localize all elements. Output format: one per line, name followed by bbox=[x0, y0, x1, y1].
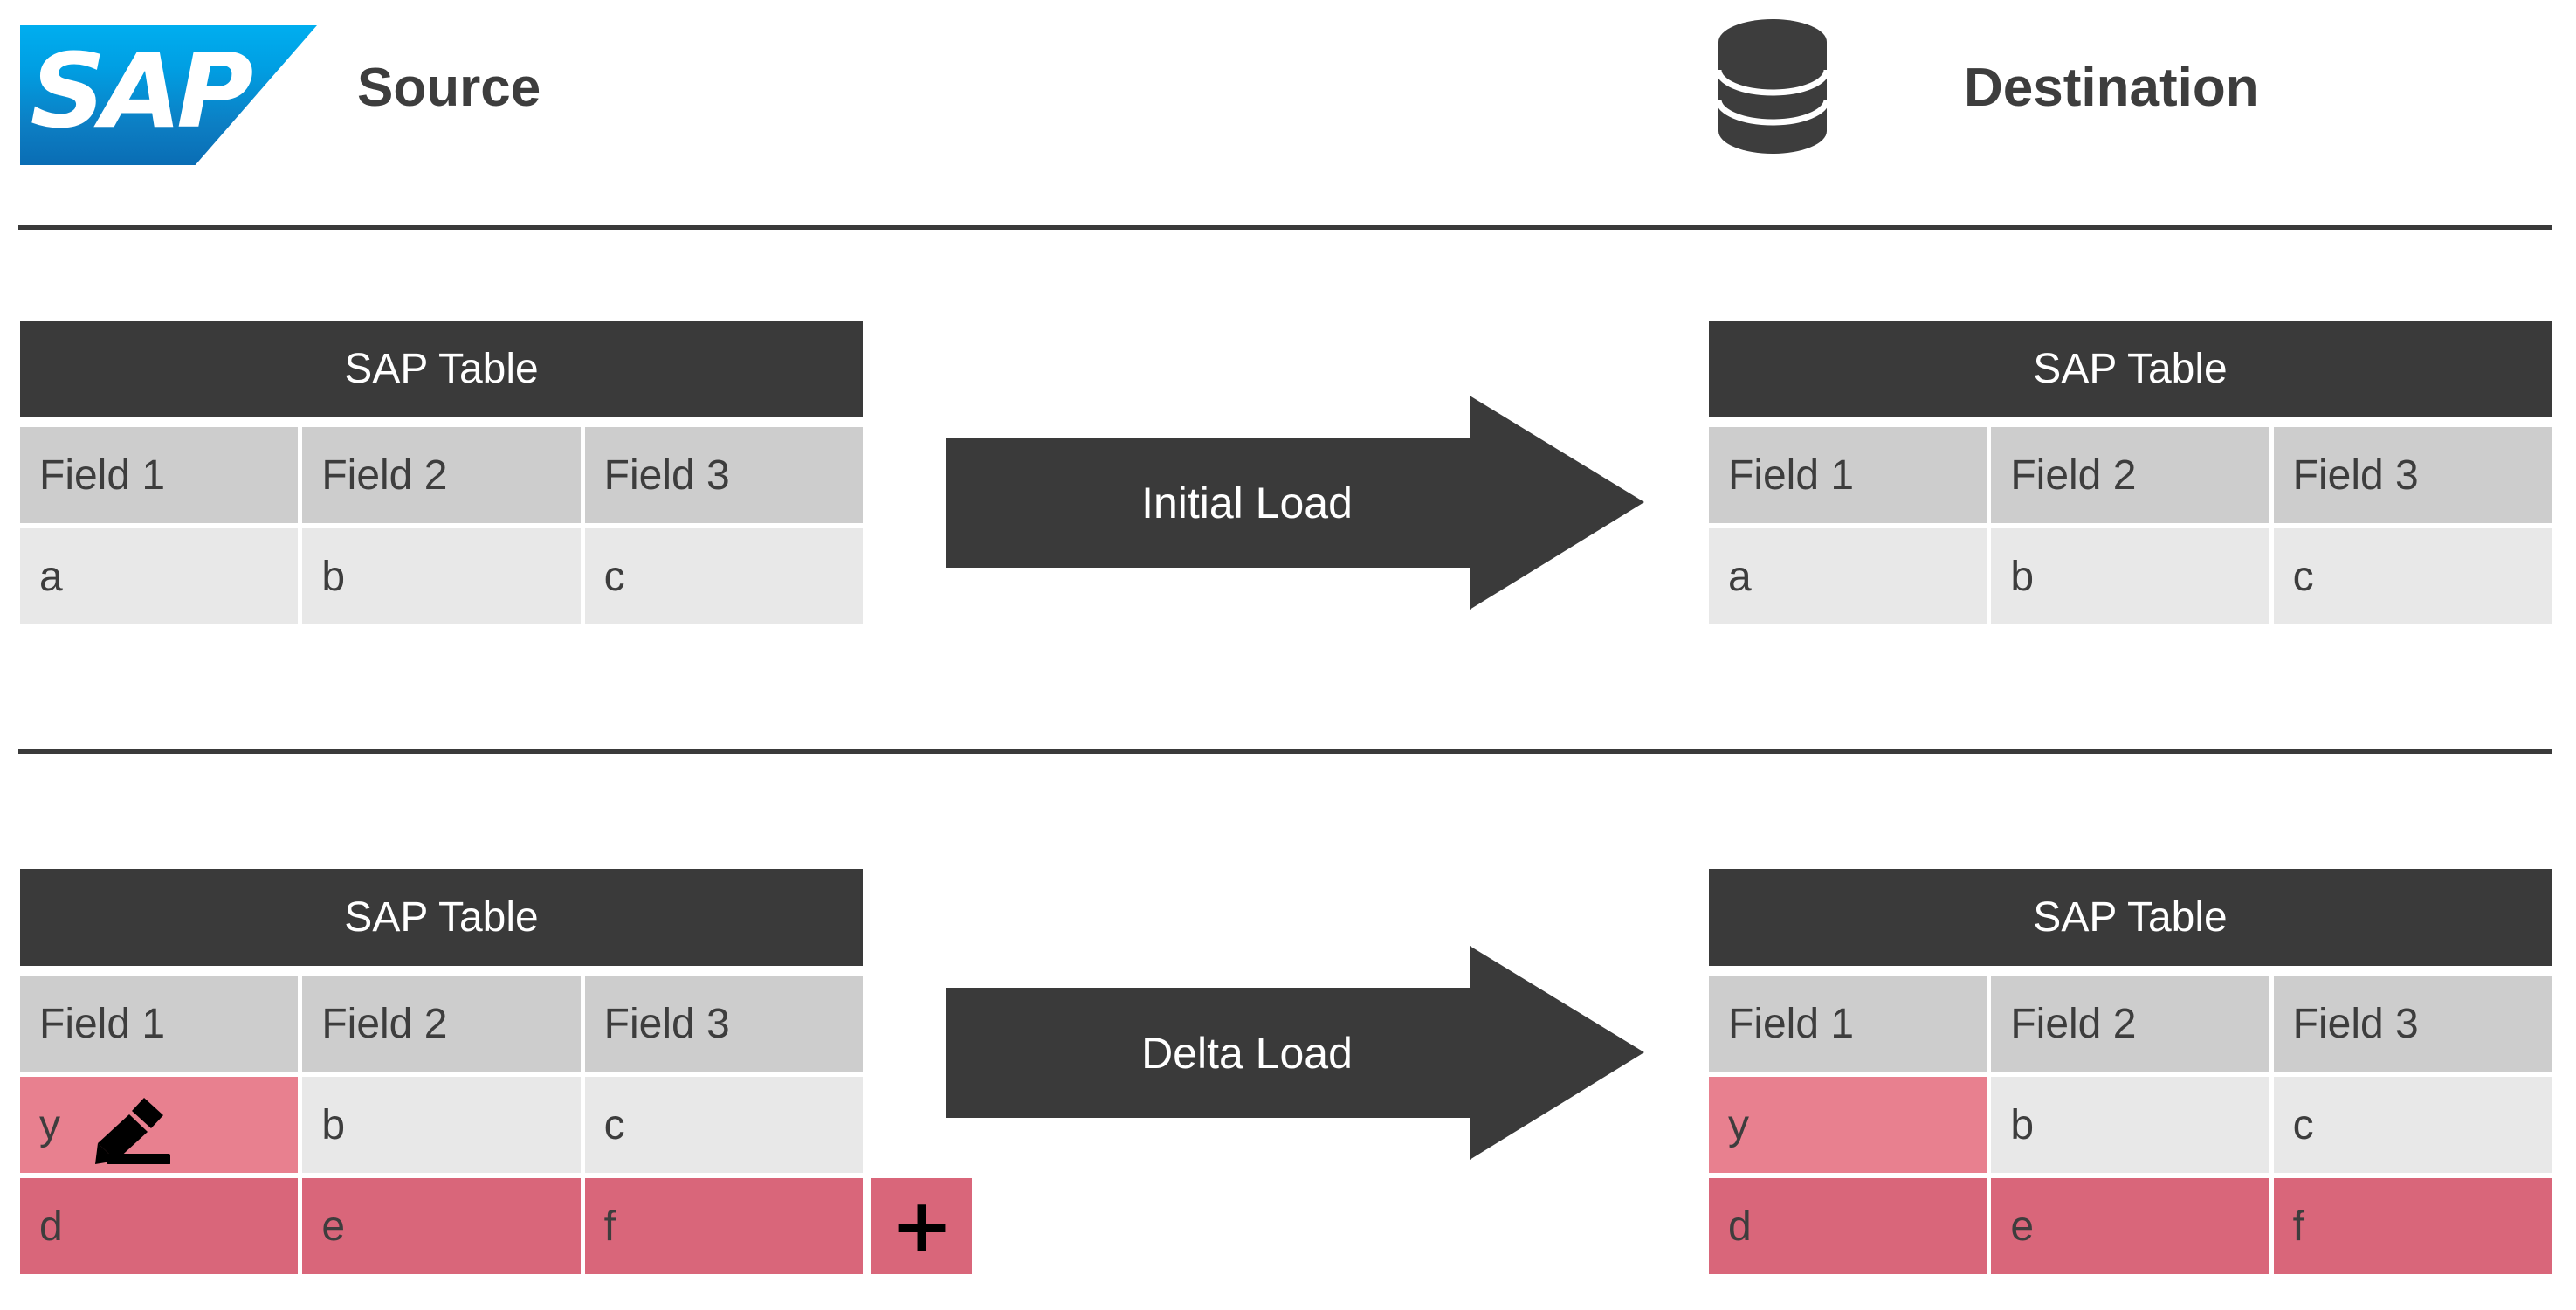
table-cell: b bbox=[1991, 1077, 2269, 1173]
column-header: Field 1 bbox=[20, 976, 299, 1072]
database-stack-icon bbox=[1714, 17, 1831, 157]
divider-middle bbox=[18, 749, 2552, 754]
initial-load-arrow: Initial Load bbox=[946, 396, 1644, 610]
table-cell-new: d bbox=[20, 1178, 299, 1274]
table-header-row: Field 1 Field 2 Field 3 bbox=[1709, 976, 2552, 1072]
table-cell: c bbox=[584, 528, 863, 624]
column-header: Field 1 bbox=[20, 427, 299, 523]
table-title: SAP Table bbox=[20, 869, 863, 966]
table-cell: a bbox=[20, 528, 299, 624]
table-header-row: Field 1 Field 2 Field 3 bbox=[20, 427, 863, 523]
table-cell: a bbox=[1709, 528, 1987, 624]
table-row-new: d e f bbox=[1709, 1178, 2552, 1274]
column-header: Field 3 bbox=[2273, 427, 2552, 523]
pencil-edit-icon bbox=[95, 1096, 170, 1164]
table-header-row: Field 1 Field 2 Field 3 bbox=[1709, 427, 2552, 523]
source-delta-table: SAP Table Field 1 Field 2 Field 3 y bbox=[20, 869, 972, 1274]
table-cell: c bbox=[2273, 528, 2552, 624]
column-header: Field 3 bbox=[584, 427, 863, 523]
source-initial-table: SAP Table Field 1 Field 2 Field 3 a b c bbox=[20, 321, 863, 624]
destination-initial-table: SAP Table Field 1 Field 2 Field 3 a b c bbox=[1709, 321, 2552, 624]
plus-icon: + bbox=[890, 1182, 954, 1270]
table-row-new: d e f + bbox=[20, 1178, 972, 1274]
table-title: SAP Table bbox=[20, 321, 863, 417]
divider-top bbox=[18, 225, 2552, 230]
table-cell-changed: y bbox=[20, 1077, 299, 1173]
column-header: Field 2 bbox=[1991, 427, 2269, 523]
source-label: Source bbox=[357, 57, 541, 118]
table-cell: c bbox=[2273, 1077, 2552, 1173]
column-header: Field 1 bbox=[1709, 976, 1987, 1072]
table-row: a b c bbox=[20, 528, 863, 624]
sap-logo: SAP bbox=[20, 10, 317, 165]
column-header: Field 1 bbox=[1709, 427, 1987, 523]
table-cell-new: e bbox=[302, 1178, 581, 1274]
column-header: Field 3 bbox=[2273, 976, 2552, 1072]
table-row: a b c bbox=[1709, 528, 2552, 624]
table-title: SAP Table bbox=[1709, 321, 2552, 417]
table-row: y b c bbox=[1709, 1077, 2552, 1173]
table-cell-value: y bbox=[39, 1101, 60, 1148]
column-header: Field 2 bbox=[302, 976, 581, 1072]
table-cell: b bbox=[1991, 528, 2269, 624]
table-title: SAP Table bbox=[1709, 869, 2552, 966]
table-cell-changed: y bbox=[1709, 1077, 1987, 1173]
column-header: Field 3 bbox=[584, 976, 863, 1072]
destination-delta-table: SAP Table Field 1 Field 2 Field 3 y b c … bbox=[1709, 869, 2552, 1274]
table-row: y b c bbox=[20, 1077, 863, 1173]
table-cell-new: f bbox=[584, 1178, 863, 1274]
column-header: Field 2 bbox=[1991, 976, 2269, 1072]
table-cell: b bbox=[302, 528, 581, 624]
source-header: SAP Source bbox=[20, 9, 541, 166]
table-header-row: Field 1 Field 2 Field 3 bbox=[20, 976, 863, 1072]
destination-label: Destination bbox=[1964, 57, 2259, 118]
add-row-button[interactable]: + bbox=[871, 1178, 972, 1274]
destination-header: Destination bbox=[1709, 9, 2259, 166]
table-cell-new: d bbox=[1709, 1178, 1987, 1274]
delta-load-arrow: Delta Load bbox=[946, 946, 1644, 1160]
table-cell-new: e bbox=[1991, 1178, 2269, 1274]
sap-logo-text: SAP bbox=[30, 31, 254, 151]
table-cell-new: f bbox=[2273, 1178, 2552, 1274]
column-header: Field 2 bbox=[302, 427, 581, 523]
table-cell: b bbox=[302, 1077, 581, 1173]
table-cell: c bbox=[584, 1077, 863, 1173]
